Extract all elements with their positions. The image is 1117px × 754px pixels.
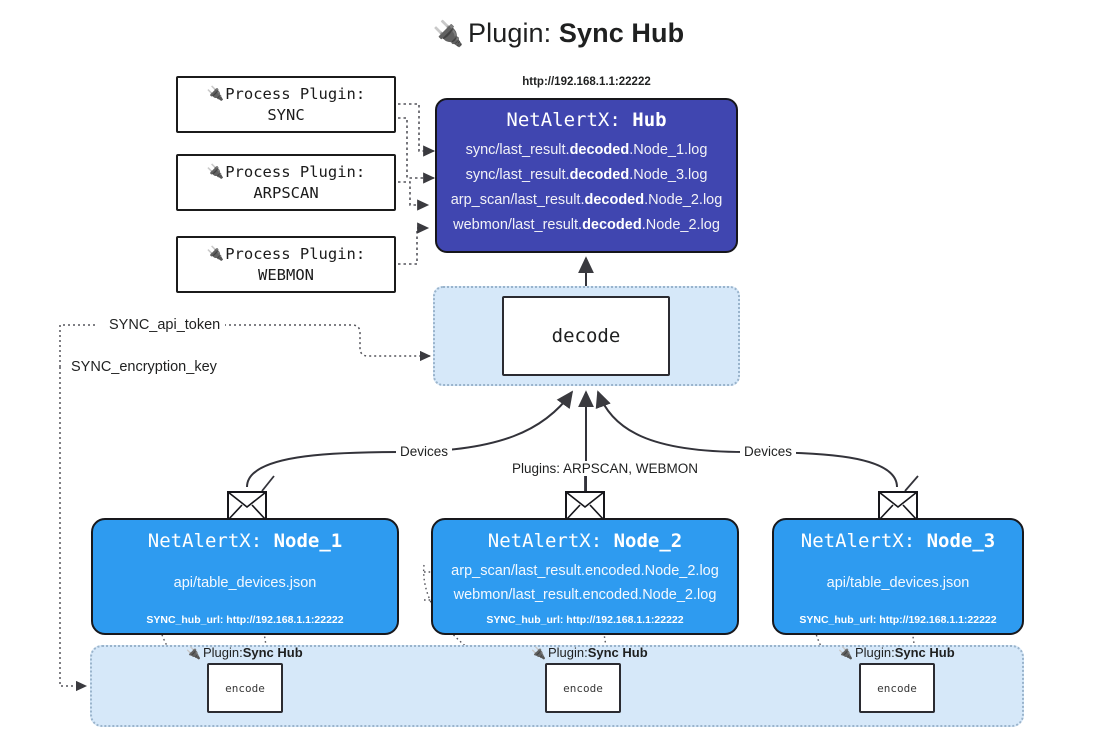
process-plugin-arpscan-line1: 🔌Process Plugin: <box>206 163 366 182</box>
process-plugin-webmon-line2: WEBMON <box>258 265 314 284</box>
plug-icon: 🔌 <box>206 164 225 181</box>
encode-box-node-1[interactable]: encode <box>207 663 283 713</box>
process-plugin-sync[interactable]: 🔌Process Plugin: SYNC <box>176 76 396 133</box>
envelope-icon <box>565 491 605 521</box>
node-1-line-1: api/table_devices.json <box>173 574 317 591</box>
node-card-node-3[interactable]: NetAlertX: Node_3 api/table_devices.json… <box>772 518 1024 635</box>
page-title: 🔌Plugin: Sync Hub <box>0 18 1117 49</box>
plug-icon: 🔌 <box>206 246 225 263</box>
process-plugin-sync-line2: SYNC <box>267 105 305 124</box>
hub-url-label: http://192.168.1.1:22222 <box>522 76 651 88</box>
plug-icon: 🔌 <box>206 86 225 103</box>
node-card-node-1[interactable]: NetAlertX: Node_1 api/table_devices.json… <box>91 518 399 635</box>
plugin-tag-node-3: 🔌Plugin: Sync Hub <box>838 645 955 660</box>
hub-log-2: sync/last_result.decoded.Node_3.log <box>465 166 708 183</box>
page-title-strong: Sync Hub <box>558 18 685 48</box>
node-3-line-1: api/table_devices.json <box>826 574 970 591</box>
process-plugin-arpscan-line2: ARPSCAN <box>253 183 319 202</box>
node-3-body: api/table_devices.json <box>827 552 970 614</box>
node-1-footer: SYNC_hub_url: http://192.168.1.1:22222 <box>146 614 344 626</box>
plug-icon: 🔌 <box>186 645 201 660</box>
envelope-icon <box>227 491 267 521</box>
plug-icon: 🔌 <box>838 645 853 660</box>
node-2-line-2: webmon/last_result.encoded.Node_2.log <box>453 587 717 603</box>
plugin-tag-node-2: 🔌Plugin: Sync Hub <box>531 645 648 660</box>
config-label-sync-encryption-key: SYNC_encryption_key <box>66 359 222 375</box>
node-2-body: arp_scan/last_result.encoded.Node_2.log … <box>451 552 719 614</box>
page-title-lead: Plugin: <box>468 18 559 48</box>
hub-node[interactable]: NetAlertX: Hub sync/last_result.decoded.… <box>435 98 738 253</box>
decode-box[interactable]: decode <box>502 296 670 376</box>
node-1-body: api/table_devices.json <box>174 552 317 614</box>
config-label-sync-api-token: SYNC_api_token <box>104 317 226 333</box>
node-3-title: NetAlertX: Node_3 <box>800 530 996 552</box>
node-2-line-1: arp_scan/last_result.encoded.Node_2.log <box>451 562 719 579</box>
process-plugin-webmon-line1: 🔌Process Plugin: <box>206 245 366 264</box>
process-plugin-arpscan[interactable]: 🔌Process Plugin: ARPSCAN <box>176 154 396 211</box>
encode-box-node-2[interactable]: encode <box>545 663 621 713</box>
node-2-title: NetAlertX: Node_2 <box>487 530 683 552</box>
plug-icon: 🔌 <box>531 645 546 660</box>
process-plugin-sync-line1: 🔌Process Plugin: <box>206 85 366 104</box>
node-2-footer: SYNC_hub_url: http://192.168.1.1:22222 <box>486 614 684 626</box>
encode-box-node-3[interactable]: encode <box>859 663 935 713</box>
hub-log-4: webmon/last_result.decoded.Node_2.log <box>453 216 720 233</box>
hub-title: NetAlertX: Hub <box>506 109 667 131</box>
node-3-footer: SYNC_hub_url: http://192.168.1.1:22222 <box>799 614 997 626</box>
plugin-tag-node-1: 🔌Plugin: Sync Hub <box>186 645 303 660</box>
envelope-icon <box>878 491 918 521</box>
node-card-node-2[interactable]: NetAlertX: Node_2 arp_scan/last_result.e… <box>431 518 739 635</box>
hub-log-1: sync/last_result.decoded.Node_1.log <box>465 142 708 158</box>
edge-label-plugins: Plugins: ARPSCAN, WEBMON <box>508 461 703 476</box>
edge-label-devices-left: Devices <box>396 444 453 459</box>
edge-label-devices-right: Devices <box>740 444 797 459</box>
hub-log-3: arp_scan/last_result.decoded.Node_2.log <box>450 191 723 208</box>
plug-icon: 🔌 <box>432 20 465 48</box>
process-plugin-webmon[interactable]: 🔌Process Plugin: WEBMON <box>176 236 396 293</box>
node-1-title: NetAlertX: Node_1 <box>147 530 343 552</box>
